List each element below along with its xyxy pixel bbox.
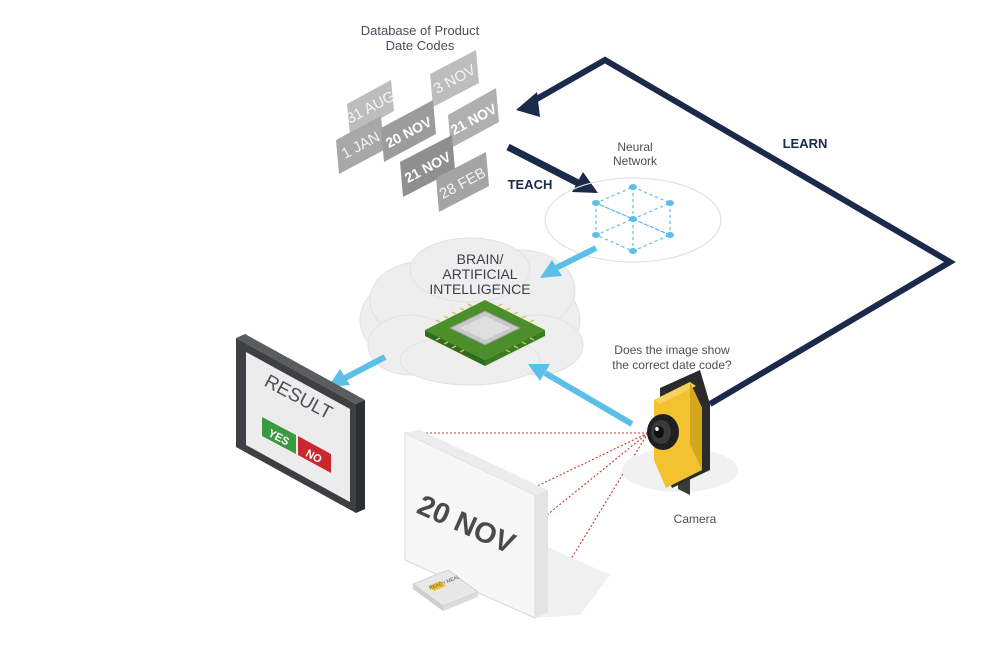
ai-chip: [425, 300, 545, 366]
date-card: 3 NOV: [430, 50, 479, 107]
network-node: [666, 200, 674, 206]
network-node: [592, 232, 600, 238]
result-monitor: RESULT YES NO: [236, 334, 365, 513]
learn-arrow: [516, 56, 956, 407]
camera: [622, 370, 738, 495]
brain-label: BRAIN/ ARTIFICIAL INTELLIGENCE: [400, 252, 560, 297]
question-label: Does the image show the correct date cod…: [592, 343, 752, 373]
brain-label-line1: BRAIN/: [456, 251, 504, 267]
network-node: [629, 248, 637, 254]
camera-to-brain-arrow: [528, 364, 634, 427]
database-cards: 31 AUG 3 NOV 1 JAN 20 NOV 21 NOV 21 NOV …: [336, 50, 500, 212]
teach-label: TEACH: [507, 177, 553, 192]
neural-network-label-line2: Network: [612, 154, 657, 168]
question-line2: the correct date code?: [612, 358, 732, 372]
learn-label: LEARN: [782, 136, 828, 151]
neural-network-label-line1: Neural: [617, 140, 653, 154]
neural-network-label: Neural Network: [580, 140, 690, 168]
network-node: [666, 232, 674, 238]
network-to-brain-arrow: [540, 245, 598, 278]
network-node: [629, 184, 637, 190]
database-title-line1: Database of Product: [360, 23, 480, 38]
product-box: 20 NOV: [404, 430, 610, 619]
brain-to-monitor-arrow: [328, 354, 387, 387]
ready-meal-pack: READY MEAL: [412, 569, 479, 611]
date-card: 21 NOV: [448, 88, 500, 148]
neural-network: [544, 177, 722, 263]
brain-label-line3: INTELLIGENCE: [429, 281, 531, 297]
database-title-line2: Date Codes: [385, 38, 455, 53]
question-line1: Does the image show: [614, 343, 730, 357]
database-title: Database of Product Date Codes: [320, 23, 520, 53]
camera-label: Camera: [673, 512, 717, 526]
brain-cloud: [359, 237, 584, 386]
teach-arrow: [506, 143, 598, 193]
network-node: [629, 216, 637, 222]
network-node: [592, 200, 600, 206]
brain-label-line2: ARTIFICIAL: [442, 266, 518, 282]
